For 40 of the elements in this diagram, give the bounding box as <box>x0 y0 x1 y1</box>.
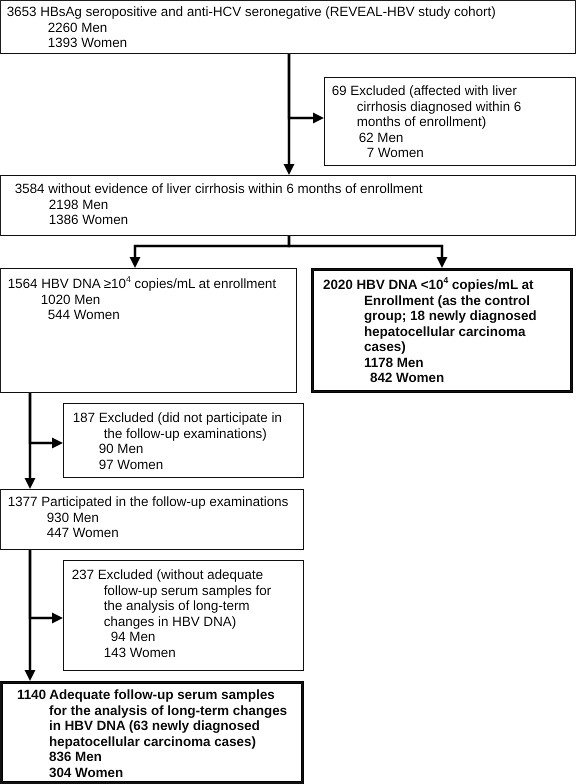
count-text: 1178 Men <box>364 354 424 370</box>
box-description: 3653 HBsAg seropositive and anti-HCV seronegative (REVEAL-HBV study cohort) <box>6 4 496 20</box>
flow-arrow <box>28 550 63 624</box>
count-text: 2198 Men <box>48 196 108 212</box>
count-text: 143 Women <box>104 644 176 660</box>
box-description: 187 Excluded (did not participate in the follow-up examinations) <box>72 410 283 441</box>
count-text: 62 Men <box>358 130 404 145</box>
box-description: 69 Excluded (affected with liver cirrhosis diagnosed within 6 months of enrollment) <box>332 83 522 130</box>
flow-box <box>311 268 573 393</box>
flow-box <box>63 560 304 671</box>
count-text: 2260 Men <box>48 20 108 35</box>
box-description: 2020 HBV DNA <10$^{4}$ copies/mL at Enrollment (as the control group; 18 newly diagnosed hepatocellular carcinoma cases) <box>323 277 538 354</box>
count-text: 1386 Women <box>48 212 128 228</box>
count-text: 544 Women <box>48 307 120 322</box>
count-text: 836 Men <box>49 749 102 764</box>
flow-box <box>0 268 297 393</box>
count-text: 447 Women <box>46 525 119 540</box>
flow-arrow <box>28 393 63 448</box>
count-text: 90 Men <box>98 441 144 456</box>
box-description: 3584 without evidence of liver cirrhosis within 6 months of enrollment <box>14 181 423 196</box>
flow-arrow <box>288 54 324 124</box>
flow-box <box>0 489 304 550</box>
box-description: 1140 Adequate follow-up serum samples for the analysis of long-term changes in HBV DNA (63 newly diagnosed hepatocellular carcinoma cases) <box>17 687 288 749</box>
flow-box <box>0 0 576 54</box>
flow-box <box>63 403 304 478</box>
box-description: 1377 Participated in the follow-up examinations <box>8 494 288 510</box>
count-text: 97 Women <box>98 456 164 472</box>
flow-arrow <box>288 236 448 268</box>
count-text: 304 Women <box>49 764 124 780</box>
count-text: 930 Men <box>46 510 99 525</box>
flow-box <box>0 681 304 784</box>
flow-box <box>324 77 576 166</box>
flow-box <box>0 175 576 236</box>
box-description: 1564 HBV DNA ≥10$^{4}$ copies/mL at enrollment <box>8 276 276 292</box>
count-text: 1393 Women <box>48 35 128 50</box>
count-text: 94 Men <box>110 629 156 644</box>
count-text: 1020 Men <box>40 292 100 307</box>
count-text: 7 Women <box>366 145 424 160</box>
box-description: 237 Excluded (without adequate follow-up serum samples for the analysis of long-term changes in HBV DNA) <box>72 567 272 629</box>
count-text: 842 Women <box>370 370 444 386</box>
